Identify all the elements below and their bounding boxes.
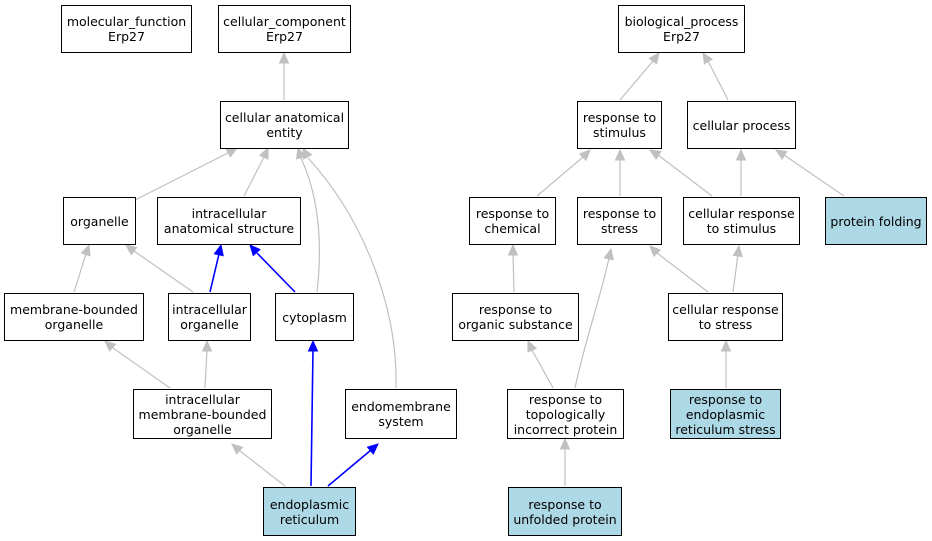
edge-rtc-to-rts [536, 156, 584, 197]
edge-pf-to-cp [783, 154, 845, 197]
arrowhead-imbo-to-io [201, 339, 213, 352]
node-organelle: organelle [63, 197, 136, 245]
node-response-to-stimulus: response to stimulus [577, 101, 662, 149]
arrowhead-rttip-to-rtst [603, 247, 614, 261]
arrowhead-organelle-to-cae [225, 147, 239, 158]
arrowhead-crtst-to-rtst [649, 245, 662, 258]
edge-organelle-to-cae [134, 152, 229, 201]
arrowhead-rtup-to-rttip [559, 437, 571, 450]
edge-rttip-to-rtos [531, 349, 554, 389]
arrowhead-er-to-imbo [231, 443, 244, 455]
node-molecular-function-root: molecular_function Erp27 [61, 5, 192, 53]
node-intracellular-organelle: intracellular organelle [168, 293, 251, 341]
node-response-to-organic-substance: response to organic substance [452, 293, 579, 341]
arrowhead-rtst-to-rts [614, 148, 626, 161]
node-cellular-process: cellular process [687, 101, 796, 149]
edge-rtos-to-rtc [512, 253, 515, 293]
arrowhead-io-to-ias [213, 243, 224, 257]
edge-mbo-to-organelle [73, 253, 87, 293]
node-protein-folding: protein folding [825, 197, 927, 245]
node-intracellular-anatomical-structure: intracellular anatomical structure [157, 197, 301, 245]
arrowhead-cytoplasm-to-ias [249, 244, 261, 257]
node-cellular-component-root: cellular_component Erp27 [218, 5, 351, 53]
edge-ias-to-cae [243, 156, 265, 197]
node-response-to-stress: response to stress [577, 197, 662, 245]
arrowhead-cae-to-cc_root [278, 51, 290, 64]
node-endomembrane-system: endomembrane system [345, 389, 457, 439]
edge-crtst-to-rtst [656, 252, 709, 293]
edge-ems-to-cae [307, 157, 397, 389]
arrowhead-ias-to-cae [258, 146, 269, 160]
arrowhead-rttip-to-rtos [527, 339, 538, 353]
arrowhead-pf-to-cp [774, 149, 788, 161]
arrowhead-er-to-ems [366, 443, 379, 455]
arrowhead-imbo-to-mbo [104, 340, 117, 352]
node-response-to-chemical: response to chemical [469, 197, 556, 245]
edge-cytoplasm-to-ias [256, 252, 296, 293]
arrowhead-rts-to-bp_root [648, 52, 660, 65]
edge-er-to-cytoplasm [310, 349, 314, 487]
node-biological-process-root: biological_process Erp27 [618, 5, 745, 53]
edge-rttip-to-rtst [574, 257, 610, 389]
node-response-to-er-stress: response to endoplasmic reticulum stress [670, 389, 781, 439]
arrowhead-cp-to-bp_root [702, 51, 714, 65]
node-cytoplasm: cytoplasm [275, 293, 354, 341]
node-response-to-unfolded-protein: response to unfolded protein [508, 487, 622, 536]
arrowhead-io-to-organelle [125, 244, 138, 256]
arrowhead-crts-to-cp [735, 148, 747, 161]
edge-er-to-ems [327, 449, 372, 487]
node-intracellular-membrane-bounded-organelle: intracellular membrane-bounded organelle [133, 389, 272, 439]
edge-rts-to-bp_root [619, 60, 654, 101]
node-cellular-anatomical-entity: cellular anatomical entity [220, 101, 349, 149]
arrowhead-crts-to-rts [648, 149, 662, 161]
arrowhead-mbo-to-organelle [80, 243, 91, 257]
node-membrane-bounded-organelle: membrane-bounded organelle [4, 293, 144, 341]
edge-io-to-ias [209, 253, 220, 293]
node-response-to-topologically-incorrect-protein: response to topologically incorrect prot… [507, 389, 624, 439]
node-cellular-response-to-stimulus: cellular response to stimulus [683, 197, 800, 245]
edge-cytoplasm-to-cae [300, 157, 321, 293]
arrowhead-crtst-to-crts [732, 244, 743, 258]
edge-crts-to-rts [657, 154, 713, 197]
edge-io-to-organelle [133, 250, 194, 293]
edge-imbo-to-io [204, 349, 208, 389]
arrowhead-er-to-cytoplasm [307, 339, 319, 352]
arrowhead-ems-to-cae [302, 146, 313, 160]
node-cellular-response-to-stress: cellular response to stress [668, 293, 783, 341]
arrowhead-rtos-to-rtc [507, 243, 519, 256]
arrowhead-rters-to-crtst [720, 339, 732, 352]
edge-cp-to-bp_root [707, 60, 729, 101]
arrowhead-rtc-to-rts [578, 149, 591, 162]
edge-er-to-imbo [239, 450, 286, 487]
node-endoplasmic-reticulum: endoplasmic reticulum [263, 487, 356, 536]
edge-crtst-to-crts [732, 253, 739, 293]
edge-imbo-to-mbo [112, 347, 171, 389]
